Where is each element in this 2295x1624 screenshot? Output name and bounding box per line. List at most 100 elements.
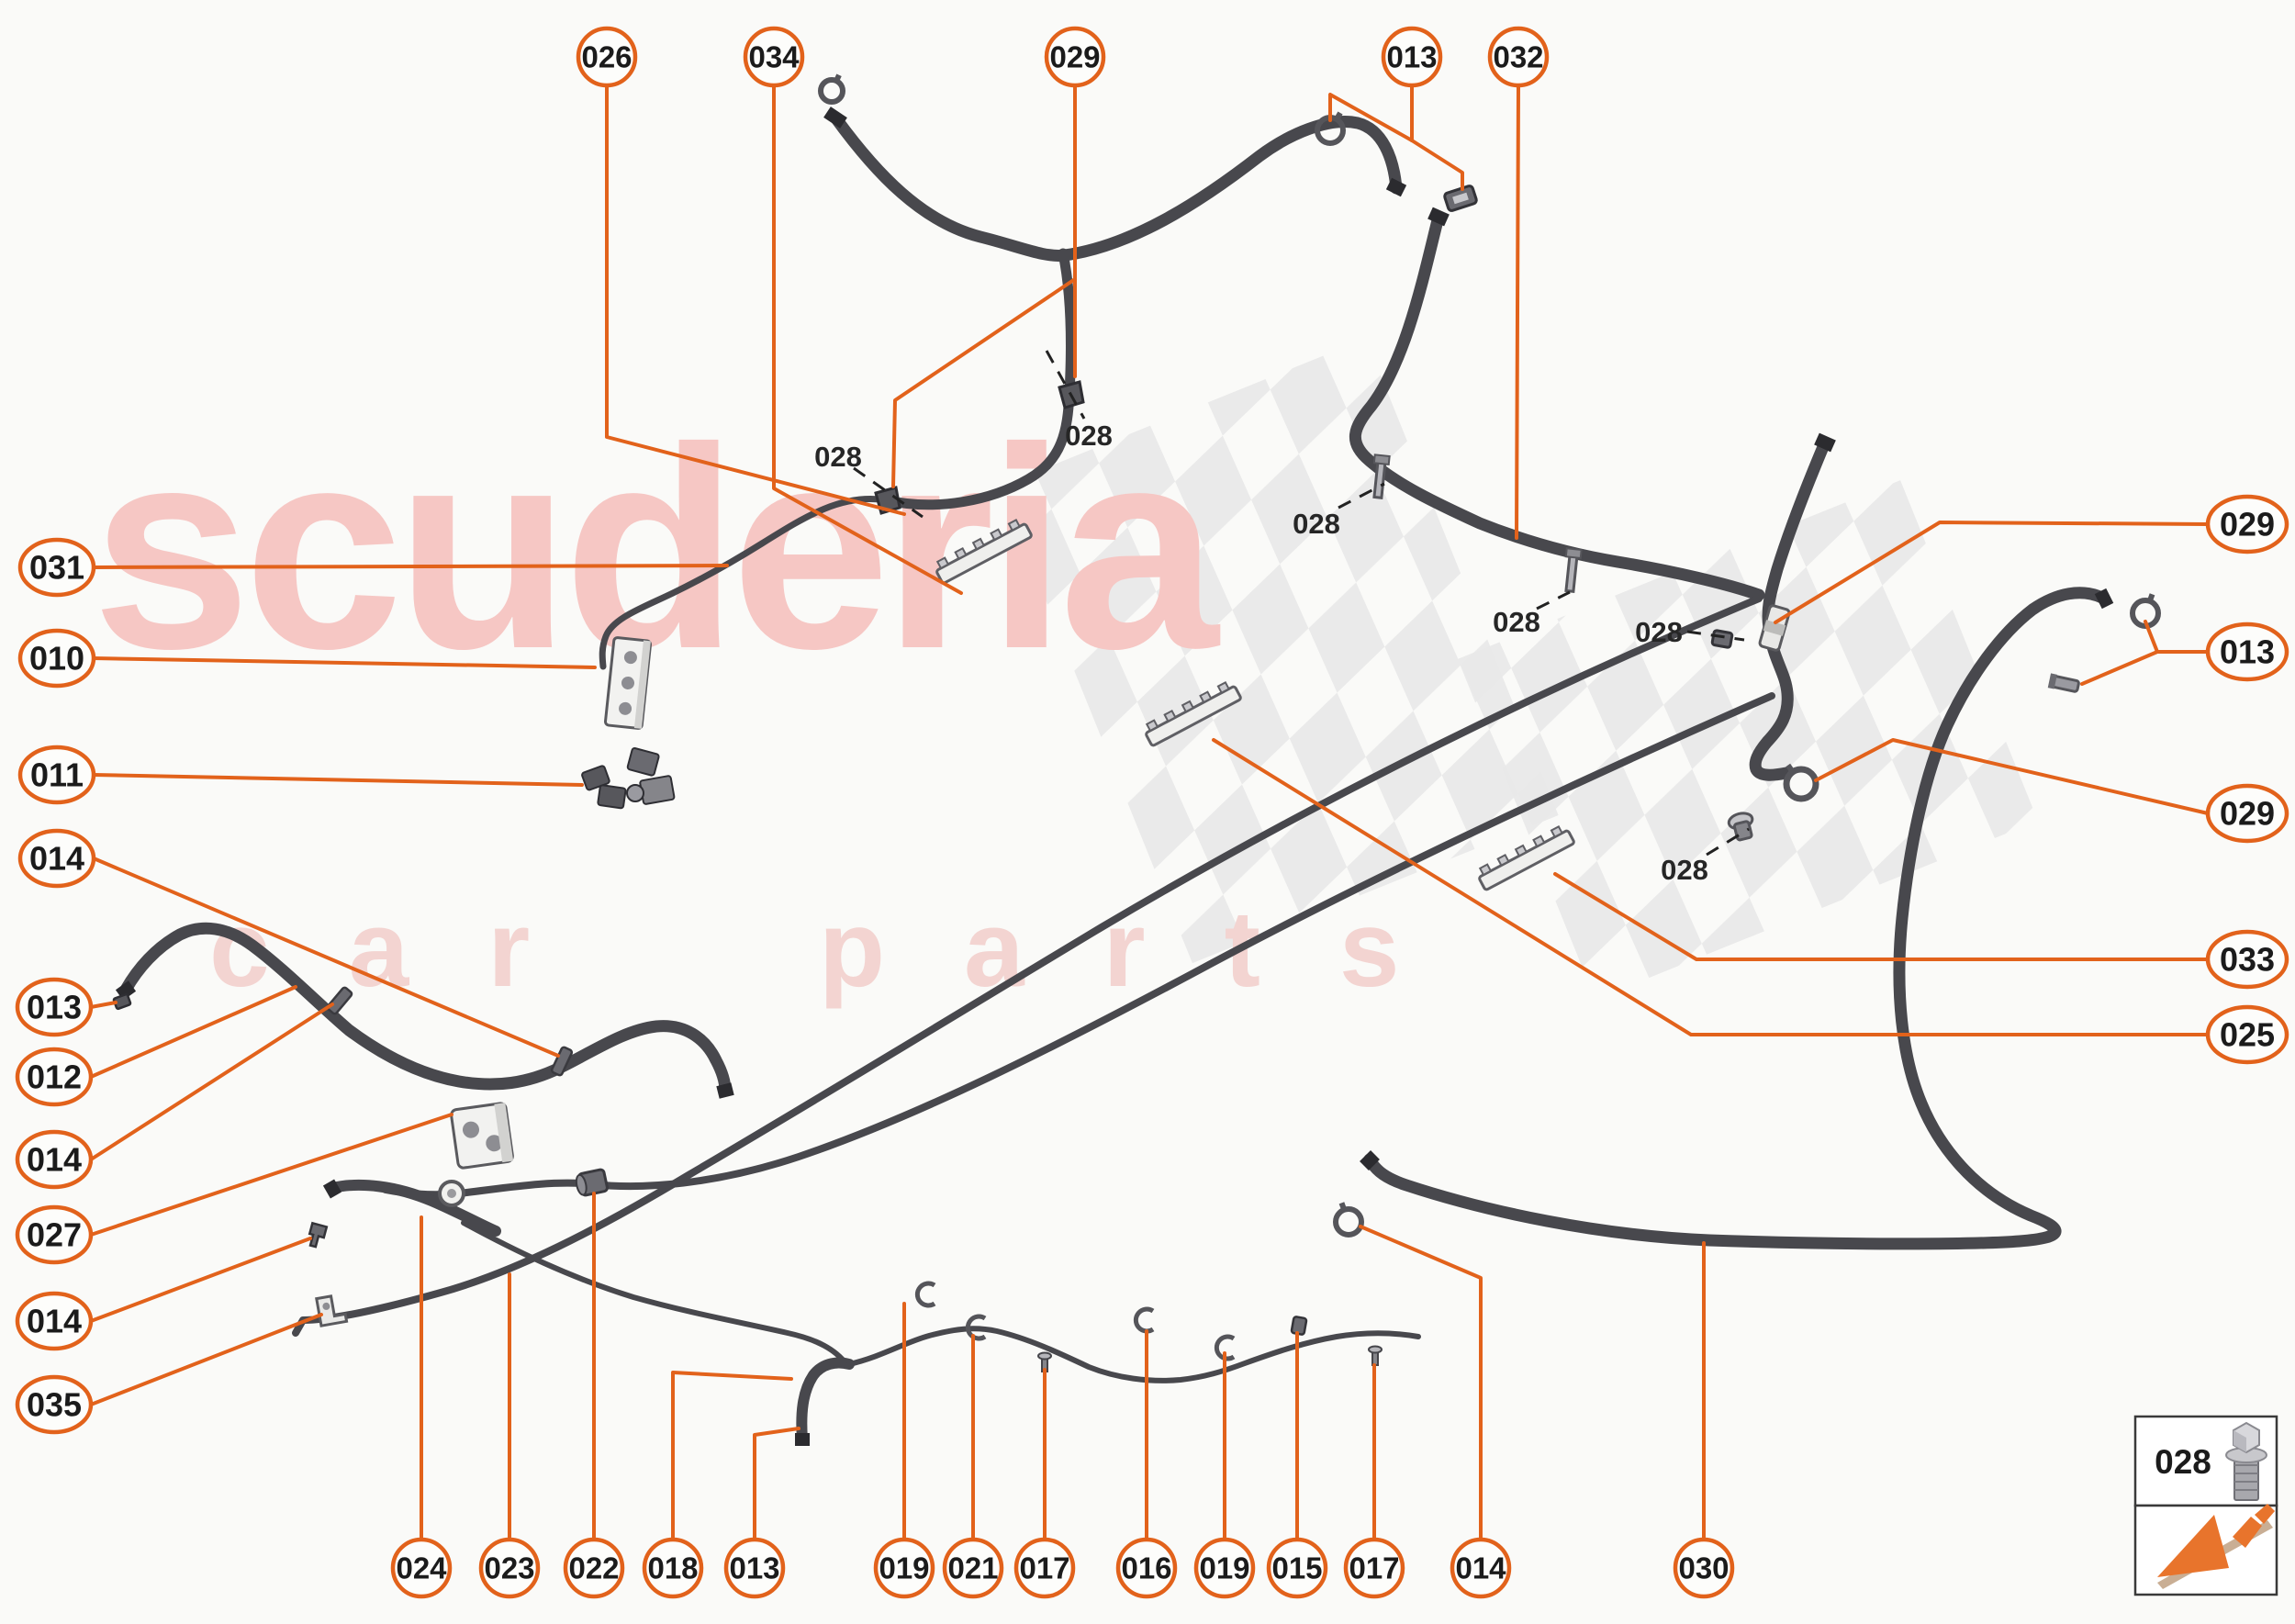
pipe-bottom-wavy (846, 1326, 1421, 1383)
leader-line (89, 1237, 312, 1323)
callout-balloon[interactable] (1013, 1537, 1076, 1599)
callout-balloon[interactable] (17, 537, 96, 598)
callout-balloon[interactable] (17, 628, 96, 689)
callout-025[interactable]: 025 (1212, 738, 2289, 1065)
callout-034[interactable]: 034 (743, 26, 963, 595)
callout-011[interactable]: 011 (17, 745, 584, 805)
callout-017[interactable]: 017 (1343, 1363, 1405, 1599)
callout-balloon[interactable] (15, 1047, 94, 1107)
callout-030[interactable]: 030 (1673, 1241, 1735, 1599)
callout-033[interactable]: 033 (1553, 872, 2289, 990)
callout-014[interactable]: 014 (17, 828, 560, 1058)
callout-balloon[interactable] (2205, 783, 2289, 844)
callout-027[interactable]: 027 (15, 1113, 453, 1265)
callout-balloon[interactable] (15, 1129, 94, 1190)
callout-014[interactable]: 014 (15, 1002, 334, 1190)
callout-026[interactable]: 026 (576, 26, 906, 516)
callout-029[interactable]: 029 (891, 26, 1106, 488)
callout-balloon[interactable] (15, 1204, 94, 1265)
callout-021[interactable]: 021 (942, 1334, 1004, 1599)
callout-013[interactable]: 013 (723, 1427, 800, 1599)
callout-balloon[interactable] (1115, 1537, 1178, 1599)
callout-014[interactable]: 014 (15, 1237, 312, 1351)
callout-balloon[interactable] (1487, 26, 1550, 88)
callout-017[interactable]: 017 (1013, 1368, 1076, 1599)
callout-029[interactable]: 029 (1774, 494, 2289, 624)
callout-number: 025 (2220, 1016, 2275, 1054)
callout-balloon[interactable] (1381, 26, 1443, 88)
leader-line (1774, 521, 2210, 624)
callout-balloon[interactable] (2205, 494, 2289, 554)
dashed-pointer-line (1045, 350, 1086, 420)
callout-balloon[interactable] (1673, 1537, 1735, 1599)
callout-024[interactable]: 024 (390, 1215, 453, 1599)
callout-013[interactable]: 013 (15, 977, 118, 1037)
callout-balloon[interactable] (2205, 1004, 2289, 1065)
callout-019[interactable]: 019 (873, 1302, 935, 1599)
callout-035[interactable]: 035 (15, 1313, 323, 1435)
callout-balloon[interactable] (15, 977, 94, 1037)
callout-number: 019 (1199, 1551, 1249, 1585)
leader-line (89, 1002, 334, 1161)
callout-022[interactable]: 022 (563, 1192, 625, 1599)
callout-number: 011 (30, 756, 84, 794)
callout-number: 034 (748, 40, 800, 74)
small-parts (112, 73, 2161, 1372)
callout-balloon[interactable] (873, 1537, 935, 1599)
callout-number: 014 (1455, 1551, 1506, 1585)
callout-032[interactable]: 032 (1487, 26, 1550, 540)
callout-balloon[interactable] (743, 26, 805, 88)
callout-016[interactable]: 016 (1115, 1329, 1178, 1599)
callout-balloon[interactable] (2205, 929, 2289, 990)
callout-balloon[interactable] (17, 745, 96, 805)
callout-number: 029 (2220, 506, 2275, 543)
screw-icon (2047, 673, 2080, 693)
callout-029[interactable]: 029 (1814, 738, 2289, 844)
callout-balloon[interactable] (2205, 622, 2289, 682)
leader-line (772, 85, 963, 595)
callout-balloon[interactable] (15, 1374, 94, 1435)
callout-018[interactable]: 018 (642, 1371, 793, 1599)
callout-balloon[interactable] (17, 828, 96, 889)
callout-balloon[interactable] (1266, 1537, 1328, 1599)
callout-balloon[interactable] (642, 1537, 704, 1599)
callout-013[interactable]: 013 (2080, 620, 2289, 686)
callout-010[interactable]: 010 (17, 628, 597, 689)
c-clip-icon (1214, 1334, 1236, 1361)
callout-019[interactable]: 019 (1193, 1351, 1256, 1599)
callout-balloon[interactable] (1343, 1537, 1405, 1599)
callout-number: 033 (2220, 941, 2275, 979)
callout-balloon[interactable] (942, 1537, 1004, 1599)
leader-line (1328, 93, 1414, 142)
callout-balloon[interactable] (1450, 1537, 1512, 1599)
callout-012[interactable]: 012 (15, 985, 297, 1107)
leader-line (2144, 620, 2159, 654)
screw-icon (1368, 1345, 1383, 1366)
callout-balloon[interactable] (390, 1537, 453, 1599)
callout-balloon[interactable] (1193, 1537, 1256, 1599)
callout-014[interactable]: 014 (1359, 1225, 1512, 1599)
callout-balloon[interactable] (723, 1537, 786, 1599)
inline-ref-028: 028 (1635, 616, 1745, 648)
pipe-long-lower (382, 692, 1775, 1199)
callout-balloon[interactable] (576, 26, 638, 88)
hose-024 (327, 1179, 501, 1237)
callout-031[interactable]: 031 (17, 537, 729, 598)
bushing-icon (575, 1168, 609, 1197)
callout-013[interactable]: 013 (1328, 26, 1464, 191)
scuderia-logo[interactable] (2157, 1504, 2275, 1589)
callout-balloon[interactable] (1044, 26, 1106, 88)
callout-balloon[interactable] (563, 1537, 625, 1599)
callout-023[interactable]: 023 (478, 1272, 541, 1599)
mount-bracket-icon (603, 636, 653, 730)
hose-end-cap (1814, 432, 1836, 453)
leader-line (89, 985, 297, 1079)
callout-balloon[interactable] (15, 1291, 94, 1351)
inline-ref-number: 028 (1493, 606, 1540, 638)
dashed-pointer-line (1686, 630, 1745, 642)
callout-number: 029 (2220, 795, 2275, 833)
leader-line (753, 1427, 800, 1542)
callout-balloon[interactable] (478, 1537, 541, 1599)
callout-015[interactable]: 015 (1266, 1331, 1328, 1599)
